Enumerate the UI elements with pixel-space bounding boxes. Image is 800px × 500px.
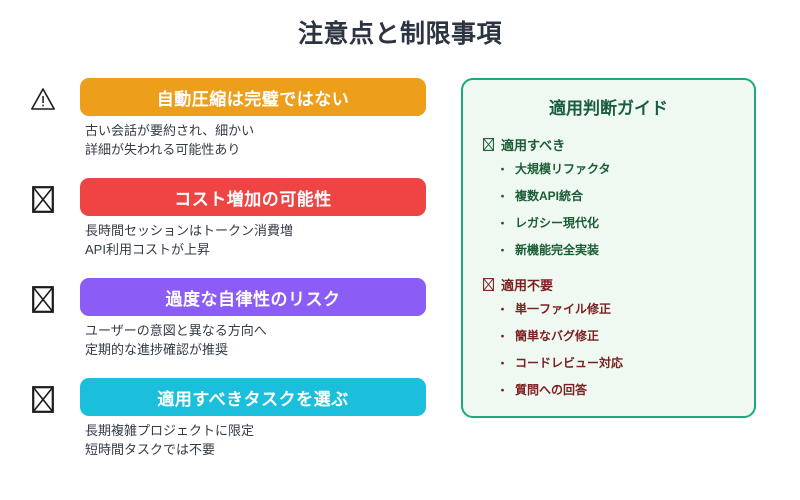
guide-list-item-label: 質問への回答 [515, 383, 588, 397]
warning-triangle-icon [26, 82, 60, 116]
risk-card: コスト増加の可能性 長時間セッションはトークン消費増 API利用コストが上昇 [26, 178, 426, 260]
guide-section-heading: 適用すべき [481, 135, 736, 154]
risk-description-line: ユーザーの意図と異なる方向へ [85, 323, 267, 338]
risk-card: 過度な自律性のリスク ユーザーの意図と異なる方向へ 定期的な進捗確認が推奨 [26, 278, 426, 360]
bullet-dot-icon: ・ [497, 164, 508, 176]
guide-item-list: ・ 単一ファイル修正 ・ 簡単なバグ修正 ・ コードレビュー対応 ・ 質問への回… [481, 303, 736, 397]
guide-list-item: ・ 簡単なバグ修正 [497, 330, 736, 343]
guide-list-item: ・ 質問への回答 [497, 384, 736, 397]
bullet-dot-icon: ・ [497, 191, 508, 203]
risk-card-list: 自動圧縮は完璧ではない 古い会話が要約され、細かい 詳細が失われる可能性あり コ… [26, 78, 426, 478]
risk-banner: 自動圧縮は完璧ではない [80, 78, 426, 116]
missing-glyph-box-icon [483, 138, 494, 151]
guide-section-heading-label: 適用すべき [501, 138, 566, 153]
application-guide-panel: 適用判断ガイド 適用すべき ・ 大規模リファクタ ・ 複数API統合 [461, 78, 756, 418]
guide-list-item: ・ レガシー現代化 [497, 217, 736, 230]
risk-description: 長時間セッションはトークン消費増 API利用コストが上昇 [80, 222, 426, 260]
guide-list-item: ・ コードレビュー対応 [497, 357, 736, 370]
bullet-dot-icon: ・ [497, 385, 508, 397]
risk-description: 長期複雑プロジェクトに限定 短時間タスクでは不要 [80, 422, 426, 460]
guide-list-item-label: 新機能完全実装 [515, 243, 600, 257]
risk-description-line: 古い会話が要約され、細かい [85, 123, 255, 138]
risk-description-line: 長時間セッションはトークン消費増 [85, 223, 294, 238]
risk-body: コスト増加の可能性 長時間セッションはトークン消費増 API利用コストが上昇 [80, 178, 426, 260]
risk-card: 適用すべきタスクを選ぶ 長期複雑プロジェクトに限定 短時間タスクでは不要 [26, 378, 426, 460]
risk-description-line: API利用コストが上昇 [85, 241, 210, 257]
bullet-dot-icon: ・ [497, 304, 508, 316]
guide-item-list: ・ 大規模リファクタ ・ 複数API統合 ・ レガシー現代化 ・ 新機能完全実装 [481, 163, 736, 257]
risk-banner: 適用すべきタスクを選ぶ [80, 378, 426, 416]
missing-glyph-box-icon [26, 182, 60, 216]
guide-list-item-label: レガシー現代化 [515, 216, 600, 230]
bullet-dot-icon: ・ [497, 245, 508, 257]
missing-glyph-box-icon [26, 382, 60, 416]
guide-list-item: ・ 新機能完全実装 [497, 244, 736, 257]
guide-list-item-label: 複数API統合 [515, 189, 584, 203]
guide-list-item: ・ 複数API統合 [497, 190, 736, 203]
risk-description: 古い会話が要約され、細かい 詳細が失われる可能性あり [80, 122, 426, 160]
risk-description-line: 長期複雑プロジェクトに限定 [85, 423, 255, 438]
bullet-dot-icon: ・ [497, 218, 508, 230]
guide-list-item-label: 簡単なバグ修正 [515, 329, 600, 343]
guide-list-item: ・ 大規模リファクタ [497, 163, 736, 176]
risk-banner: コスト増加の可能性 [80, 178, 426, 216]
missing-glyph-box-icon [483, 278, 494, 291]
risk-description-line: 詳細が失われる可能性あり [85, 141, 241, 157]
guide-list-item-label: 大規模リファクタ [515, 162, 611, 176]
guide-list-item-label: 単一ファイル修正 [515, 302, 612, 316]
guide-section-not-needed: 適用不要 ・ 単一ファイル修正 ・ 簡単なバグ修正 ・ コードレビュー対応 ・ … [481, 275, 736, 397]
guide-section-heading-label: 適用不要 [501, 278, 554, 293]
risk-description-line: 定期的な進捗確認が推奨 [85, 341, 229, 357]
guide-section-should-apply: 適用すべき ・ 大規模リファクタ ・ 複数API統合 ・ レガシー現代化 ・ 新… [481, 135, 736, 257]
risk-card: 自動圧縮は完璧ではない 古い会話が要約され、細かい 詳細が失われる可能性あり [26, 78, 426, 160]
risk-description-line: 短時間タスクでは不要 [85, 441, 216, 457]
risk-banner: 過度な自律性のリスク [80, 278, 426, 316]
risk-body: 自動圧縮は完璧ではない 古い会話が要約され、細かい 詳細が失われる可能性あり [80, 78, 426, 160]
risk-description: ユーザーの意図と異なる方向へ 定期的な進捗確認が推奨 [80, 322, 426, 360]
risk-body: 適用すべきタスクを選ぶ 長期複雑プロジェクトに限定 短時間タスクでは不要 [80, 378, 426, 460]
guide-list-item-label: コードレビュー対応 [515, 356, 624, 370]
guide-section-heading: 適用不要 [481, 275, 736, 294]
risk-body: 過度な自律性のリスク ユーザーの意図と異なる方向へ 定期的な進捗確認が推奨 [80, 278, 426, 360]
guide-list-item: ・ 単一ファイル修正 [497, 303, 736, 316]
guide-panel-title: 適用判断ガイド [549, 99, 668, 118]
bullet-dot-icon: ・ [497, 358, 508, 370]
missing-glyph-box-icon [26, 282, 60, 316]
bullet-dot-icon: ・ [497, 331, 508, 343]
page-title: 注意点と制限事項 [297, 20, 502, 48]
